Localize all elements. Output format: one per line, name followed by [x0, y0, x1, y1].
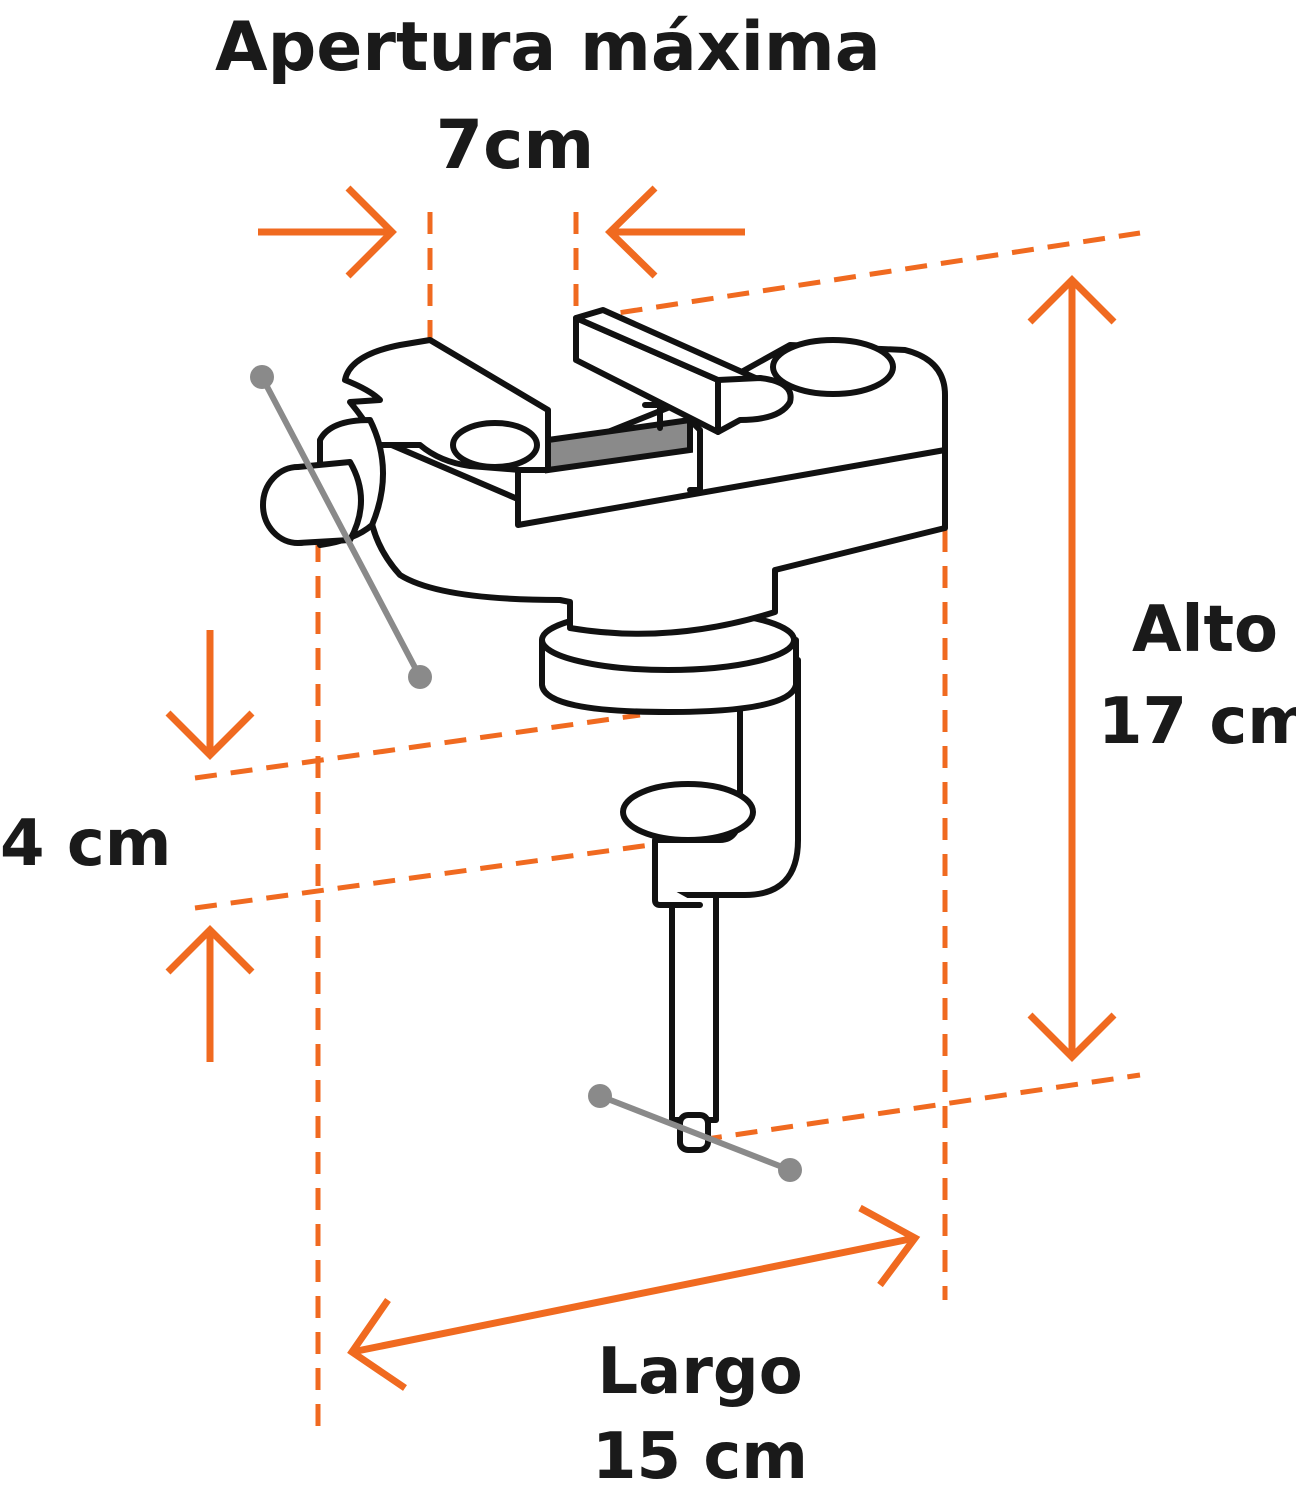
top-plane-guide [584, 230, 1141, 321]
fixed-jaw-face [715, 375, 794, 435]
anvil-pad [770, 337, 896, 397]
handle-knob-top [250, 365, 274, 389]
clamp-screw-handle [597, 1093, 793, 1173]
clamp-top-guide [194, 712, 641, 781]
clamp-arrow-up [165, 925, 255, 1062]
opening-arrow-left [258, 185, 397, 279]
length-arrow [347, 1204, 921, 1391]
height-title: Alto [1131, 593, 1279, 667]
movable-jaw-pad [450, 420, 540, 470]
clamp-handle-knob-left [588, 1084, 612, 1108]
clamp-bottom-guide [194, 842, 651, 911]
handle-knob-bottom [408, 665, 432, 689]
length-value: 15 cm [592, 1420, 808, 1494]
clamp-arrow-down [165, 630, 255, 760]
clamp-opening-value: 4 cm [0, 807, 172, 881]
opening-arrow-right [604, 185, 745, 279]
dimension-arrows [165, 185, 1117, 1391]
height-value: 17 cm [1098, 685, 1296, 759]
clamp-handle-knob-right [778, 1158, 802, 1182]
guide-slot [687, 417, 703, 493]
clamp-pad [620, 781, 756, 843]
clamp-frame-foot [652, 877, 703, 908]
guide-slot-step [642, 402, 663, 431]
bottom-plane-guide [699, 1072, 1141, 1143]
vise-body [365, 427, 948, 637]
clamp-screw-shaft [669, 877, 719, 1123]
guide-bar [545, 416, 693, 474]
main-screw-handle [259, 374, 423, 680]
length-title: Largo [597, 1335, 803, 1409]
max-opening-value: 7cm [435, 106, 595, 185]
extension-lines [194, 212, 1141, 1435]
max-opening-title: Apertura máxima [215, 8, 881, 87]
bench-vise-illustration [250, 307, 948, 1182]
height-arrow [1027, 275, 1117, 1062]
